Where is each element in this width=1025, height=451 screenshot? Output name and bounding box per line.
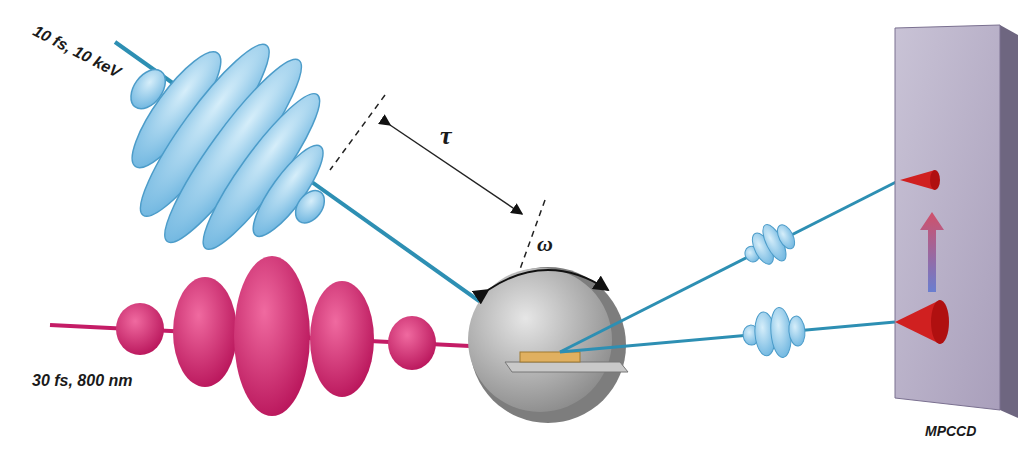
delay-symbol: τ xyxy=(440,122,452,151)
pulse-spec: 10 fs, 10 keV xyxy=(30,22,124,81)
sample-stage xyxy=(468,267,628,423)
detector-name: MPCCD xyxy=(925,424,976,439)
diffracted-beam xyxy=(560,180,900,361)
detector xyxy=(895,25,1018,418)
xray-pulse xyxy=(71,0,386,304)
pulse-spec: 30 fs, 800 nm xyxy=(32,372,133,390)
rotation-symbol: ω xyxy=(537,232,553,256)
laser-pulse xyxy=(116,256,436,416)
